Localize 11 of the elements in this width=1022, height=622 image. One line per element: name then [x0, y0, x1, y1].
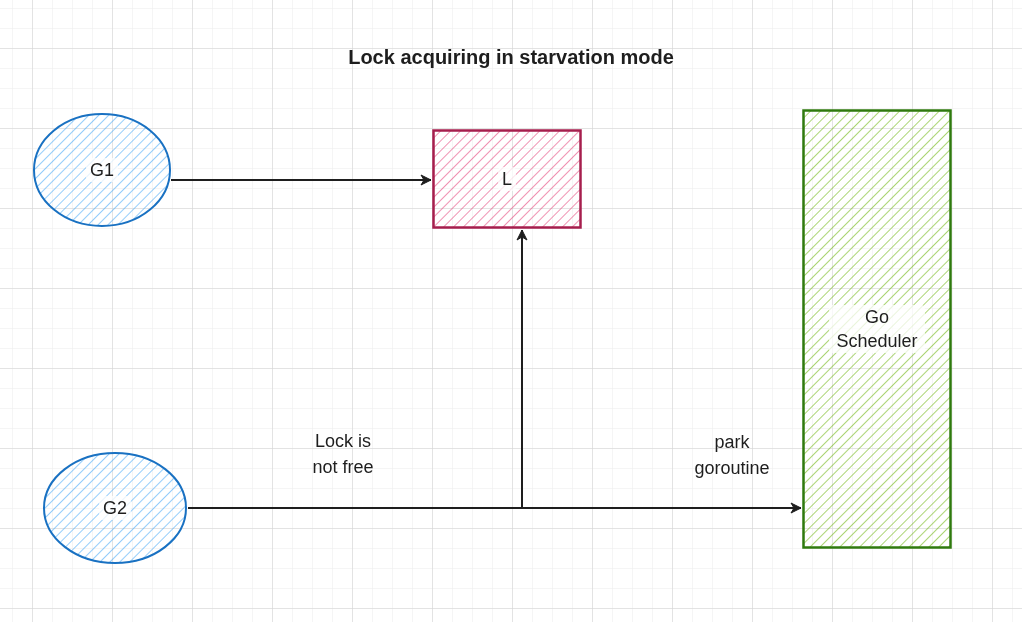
- edge-label: Lock is not free: [311, 430, 375, 479]
- hatched-rectangle: [802, 109, 952, 549]
- node-label: Go Scheduler: [829, 305, 925, 353]
- hatched-rectangle: [432, 129, 582, 229]
- hatched-circle: [32, 112, 172, 228]
- hatched-circle: [42, 451, 188, 565]
- diagram-title: Lock acquiring in starvation mode: [347, 45, 675, 70]
- node-label: G1: [86, 158, 118, 182]
- node-label: G2: [99, 496, 131, 520]
- edge-label: park goroutine: [693, 431, 771, 480]
- arrow: [170, 174, 432, 186]
